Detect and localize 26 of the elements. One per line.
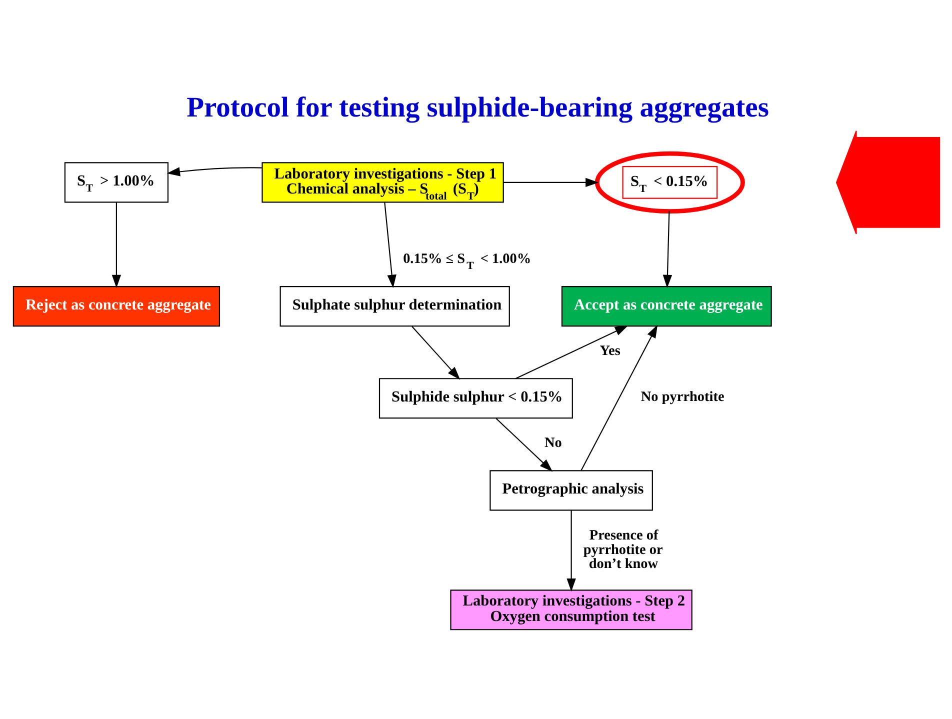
arrow: [580, 324, 658, 470]
node-arrow: [835, 130, 940, 234]
arrow: [566, 510, 576, 592]
arrow: [411, 326, 460, 380]
arrow: [662, 210, 672, 288]
node-box: Sulphide sulphur < 0.15%: [378, 378, 572, 418]
diagram-title: Protocol for testing sulphide-bearing aggregates: [186, 92, 768, 123]
node-box: Laboratory investigations - Step 1 Chemical analysis – S$_{total}$ (S$_{T}$): [261, 162, 504, 202]
edge-label: Yes: [599, 342, 620, 358]
node-ellipse: S$_{T}$ < 0.15%: [594, 150, 744, 213]
arrow: [166, 166, 262, 176]
arrow: [514, 325, 628, 379]
edge-label: No: [544, 434, 562, 451]
node-box: Laboratory investigations - Step 2 Oxygen consumption test: [450, 589, 692, 630]
node-box: Reject as concrete aggregate: [12, 286, 220, 326]
arrow: [502, 177, 598, 187]
edge-label: No pyrrhotite: [640, 388, 724, 404]
node-box: Petrographic analysis: [489, 470, 652, 510]
arrow: [495, 418, 552, 472]
node-box: Accept as concrete aggregate: [560, 286, 772, 326]
arrow: [111, 202, 121, 288]
edge-label: 0.15% ≤ S$_{T}$ < 1.00%: [402, 250, 531, 272]
node-box: S$_{T}$ > 1.00%: [64, 162, 168, 202]
edge-label: Presence of pyrrhotite or don’t know: [582, 527, 662, 572]
node-box: Sulphate sulphur determination: [279, 286, 510, 326]
arrow: [384, 202, 396, 288]
